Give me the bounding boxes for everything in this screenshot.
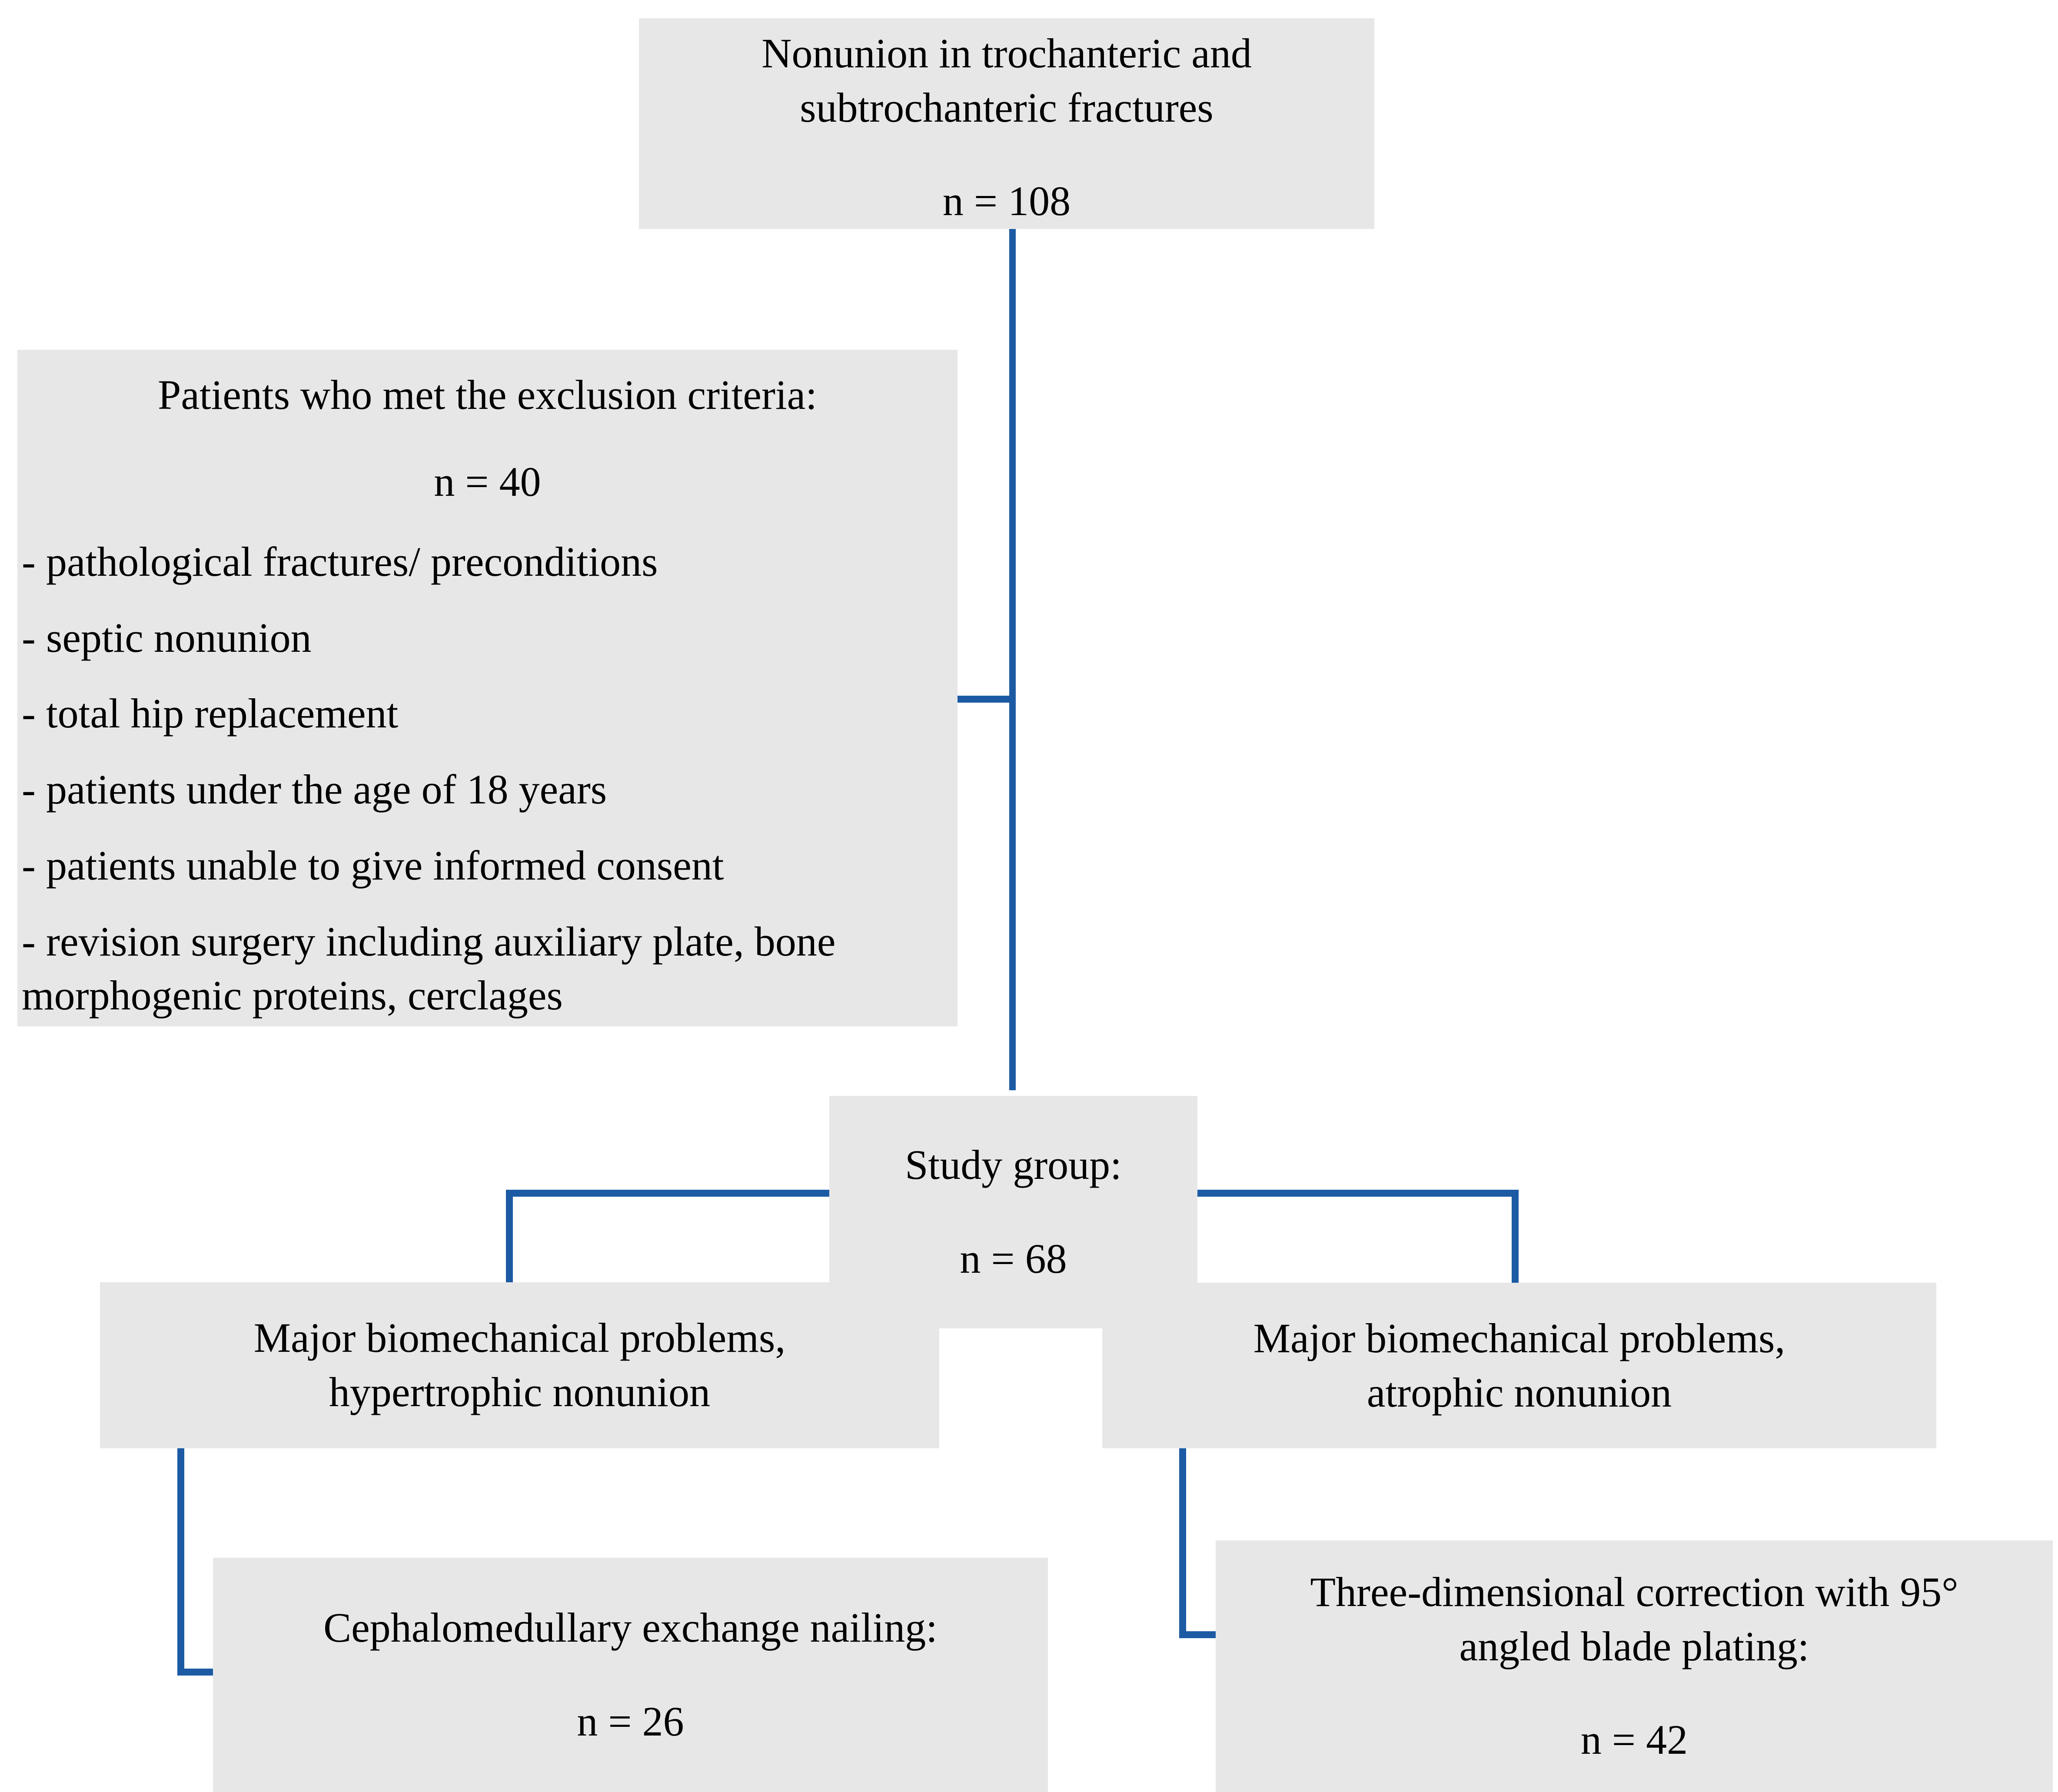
connector-to-exclusion-box	[958, 696, 1013, 703]
node-branch-atrophic: Major biomechanical problems, atrophic n…	[1102, 1283, 1936, 1448]
exclusion-criterion: - patients under the age of 18 years	[22, 766, 607, 813]
node-exclusion-criteria: Patients who met the exclusion criteria:…	[17, 350, 958, 1026]
node-source-population: Nonunion in trochanteric and subtrochant…	[639, 18, 1374, 229]
connector-source-to-study-group	[1009, 229, 1016, 1090]
connector-right-branch-to-treatment-vertical	[1179, 1448, 1186, 1638]
connector-study-group-to-left-branch-horizontal	[506, 1190, 833, 1197]
exclusion-criterion: - septic nonunion	[22, 614, 312, 661]
treatment-right-line2: angled blade plating:	[1459, 1623, 1809, 1669]
branch-right-line1: Major biomechanical problems,	[1253, 1314, 1785, 1361]
treatment-left-label: Cephalomedullary exchange nailing:	[323, 1604, 938, 1651]
branch-left-line2: hypertrophic nonunion	[329, 1369, 711, 1415]
exclusion-criterion: - pathological fractures/ preconditions	[22, 538, 658, 585]
node-branch-hypertrophic: Major biomechanical problems, hypertroph…	[100, 1282, 939, 1448]
exclusion-criterion: - patients unable to give informed conse…	[22, 842, 724, 889]
connector-left-branch-to-treatment-horizontal	[177, 1669, 215, 1676]
node-source-count: n = 108	[942, 178, 1071, 225]
study-group-count: n = 68	[960, 1235, 1067, 1282]
treatment-left-count: n = 26	[577, 1698, 684, 1745]
exclusion-criterion: - revision surgery including auxiliary p…	[22, 918, 836, 1019]
branch-left-line1: Major biomechanical problems,	[253, 1314, 786, 1361]
node-treatment-exchange-nailing: Cephalomedullary exchange nailing: n = 2…	[213, 1558, 1048, 1792]
connector-study-group-to-right-branch-horizontal	[1194, 1190, 1519, 1197]
exclusion-criterion: - total hip replacement	[22, 690, 399, 737]
node-source-line2: subtrochanteric fractures	[800, 84, 1214, 131]
node-source-line1: Nonunion in trochanteric and	[761, 30, 1252, 76]
exclusion-count: n = 40	[434, 458, 541, 505]
branch-right-line2: atrophic nonunion	[1366, 1369, 1672, 1416]
connector-study-group-to-right-branch-vertical	[1512, 1190, 1519, 1286]
node-treatment-blade-plating: Three-dimensional correction with 95° an…	[1216, 1540, 2053, 1792]
connector-right-branch-to-treatment-horizontal	[1179, 1631, 1217, 1638]
exclusion-header: Patients who met the exclusion criteria:	[158, 372, 817, 418]
study-group-label: Study group:	[905, 1142, 1122, 1188]
connector-study-group-to-left-branch-vertical	[506, 1190, 513, 1286]
treatment-right-count: n = 42	[1580, 1716, 1688, 1763]
connector-left-branch-to-treatment-vertical	[177, 1448, 184, 1676]
treatment-right-line1: Three-dimensional correction with 95°	[1310, 1568, 1958, 1615]
